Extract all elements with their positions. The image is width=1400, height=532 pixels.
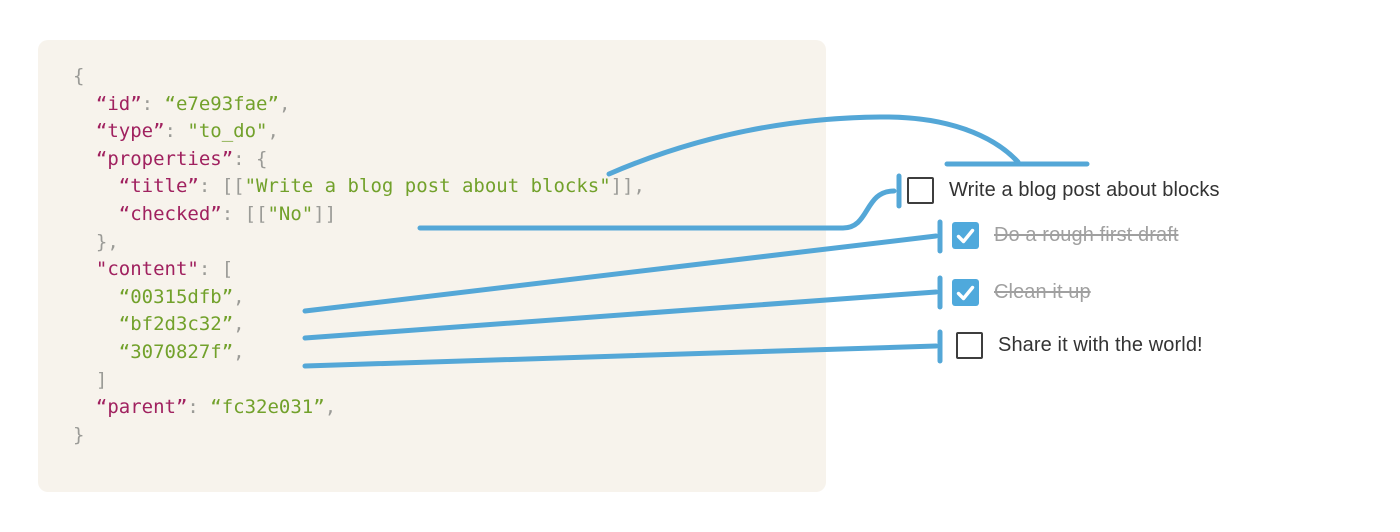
code-token: “checked” xyxy=(118,202,222,225)
code-line: “id”: “e7e93fae”, xyxy=(73,91,645,119)
code-line: “parent”: “fc32e031”, xyxy=(73,394,645,422)
code-token xyxy=(73,313,119,335)
code-line: “3070827f”, xyxy=(73,339,645,367)
todo-item: Clean it up xyxy=(952,279,1091,306)
todo-item: Share it with the world! xyxy=(956,332,1203,359)
code-token: “3070827f” xyxy=(118,340,234,363)
code-token xyxy=(73,396,96,418)
code-line: “title”: [["Write a blog post about bloc… xyxy=(73,173,645,201)
code-token: "No" xyxy=(267,202,314,225)
code-token: “fc32e031” xyxy=(210,396,325,419)
code-line: “properties”: { xyxy=(73,146,645,174)
code-token xyxy=(73,175,119,197)
code-token: , xyxy=(233,313,245,336)
code-line: }, xyxy=(73,229,645,257)
code-token: }, xyxy=(73,230,119,253)
code-token xyxy=(73,258,96,280)
todo-checkbox[interactable] xyxy=(956,332,983,359)
todo-checkbox[interactable] xyxy=(952,222,979,249)
code-line: “bf2d3c32”, xyxy=(73,311,645,339)
code-token xyxy=(73,120,96,142)
code-token: "to_do" xyxy=(187,120,268,143)
code-token: “properties” xyxy=(95,147,234,170)
code-token: : [[ xyxy=(221,202,268,225)
code-token: : xyxy=(141,92,165,115)
code-token xyxy=(73,93,96,115)
code-token: : xyxy=(187,396,211,419)
code-line: “checked”: [["No"]] xyxy=(73,201,645,229)
checkmark-icon xyxy=(956,285,975,301)
todo-item: Do a rough first draft xyxy=(952,222,1179,249)
todo-label: Do a rough first draft xyxy=(994,224,1179,246)
code-token: “parent” xyxy=(95,396,188,419)
code-token: “bf2d3c32” xyxy=(118,313,234,336)
code-token: “title” xyxy=(118,175,199,198)
checkmark-icon xyxy=(956,228,975,244)
code-token: { xyxy=(73,65,85,87)
code-token: ]] xyxy=(313,202,337,225)
code-token: , xyxy=(278,92,291,115)
code-token xyxy=(73,341,119,363)
todo-label: Clean it up xyxy=(994,281,1091,303)
code-token: } xyxy=(73,423,85,446)
code-token: : [[ xyxy=(198,175,245,198)
code-token: “type” xyxy=(95,120,165,143)
todo-label: Write a blog post about blocks xyxy=(949,179,1220,201)
code-line: "content": [ xyxy=(73,256,645,284)
code-line: } xyxy=(73,422,645,450)
code-line: ] xyxy=(73,367,645,395)
code-token: “id” xyxy=(95,92,142,115)
code-token: ] xyxy=(73,368,108,391)
code-token: , xyxy=(324,396,337,419)
code-token: , xyxy=(267,120,279,143)
code-line: “type”: "to_do", xyxy=(73,118,645,146)
todo-checkbox[interactable] xyxy=(907,177,934,204)
code-line: “00315dfb”, xyxy=(73,284,645,312)
code-panel: { “id”: “e7e93fae”, “type”: "to_do", “pr… xyxy=(38,40,826,492)
code-line: { xyxy=(73,63,645,91)
code-token: ]], xyxy=(610,175,645,198)
todo-label: Share it with the world! xyxy=(998,334,1203,356)
code-token: : xyxy=(164,120,188,143)
code-token xyxy=(73,148,96,170)
code-token: : [ xyxy=(198,258,234,281)
todo-item: Write a blog post about blocks xyxy=(907,177,1220,204)
code-token: “e7e93fae” xyxy=(164,92,279,115)
code-token: , xyxy=(233,340,245,363)
code-token xyxy=(73,286,119,308)
code-token: : { xyxy=(233,147,268,170)
code-token xyxy=(73,203,119,225)
code-token: "Write a blog post about blocks" xyxy=(244,175,611,198)
todo-checkbox[interactable] xyxy=(952,279,979,306)
code-token: “00315dfb” xyxy=(118,285,234,308)
code-token: , xyxy=(233,285,245,308)
code-lines: { “id”: “e7e93fae”, “type”: "to_do", “pr… xyxy=(73,63,645,449)
code-token: "content" xyxy=(95,258,199,281)
